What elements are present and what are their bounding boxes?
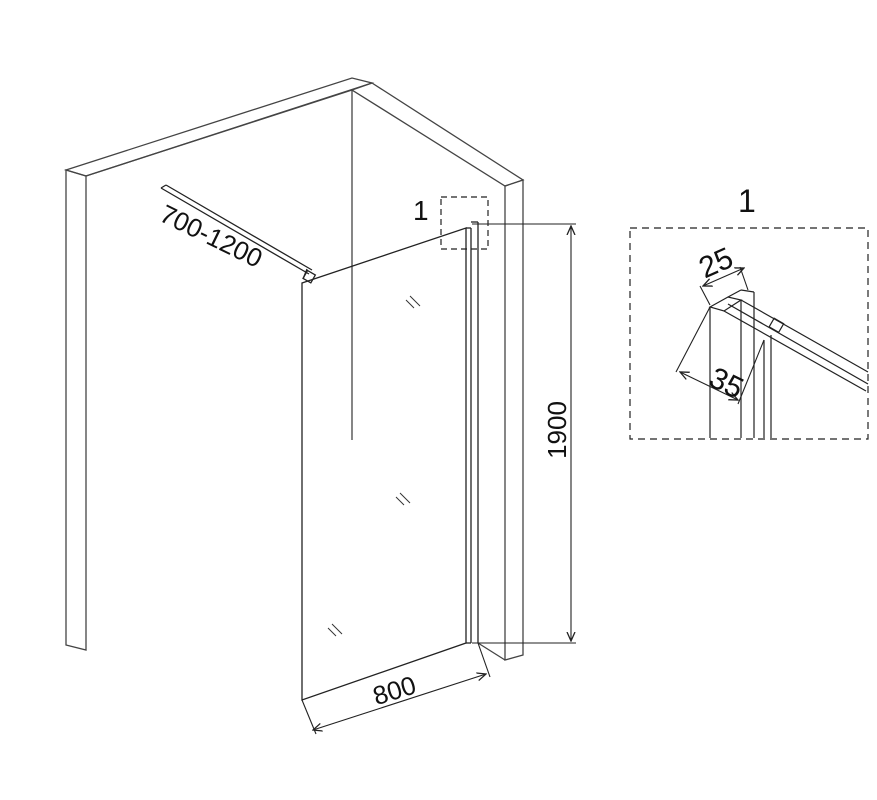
- dimension-lines: [301, 223, 576, 735]
- wall-corner: [63, 77, 525, 661]
- back-wall-top: [63, 77, 375, 177]
- detail-profile: [708, 289, 869, 438]
- detail-frame: [629, 227, 869, 440]
- back-wall-front-face: [65, 169, 87, 651]
- detail-view: [629, 227, 869, 440]
- profile-depth-label: 35: [704, 361, 748, 405]
- panel-width-label: 800: [369, 670, 419, 711]
- callout-marker-label: 1: [413, 195, 429, 226]
- width-dim-line: [313, 674, 486, 730]
- stabilizer-rail: [160, 184, 317, 284]
- glass-panel: [301, 221, 479, 701]
- profile-width-label: 25: [694, 241, 738, 285]
- side-wall-top: [350, 82, 525, 187]
- width-ext-left: [301, 699, 317, 735]
- reflection-marks: [327, 295, 421, 637]
- detail-dimensions: [675, 266, 765, 405]
- panel-height-label: 1900: [542, 401, 572, 459]
- callout-box: [440, 196, 489, 250]
- glass-face: [301, 227, 467, 701]
- rail-length-label: 700-1200: [155, 198, 267, 273]
- side-wall-front-face: [504, 179, 524, 661]
- width-ext-right: [477, 642, 491, 678]
- detail-title-label: 1: [738, 183, 756, 219]
